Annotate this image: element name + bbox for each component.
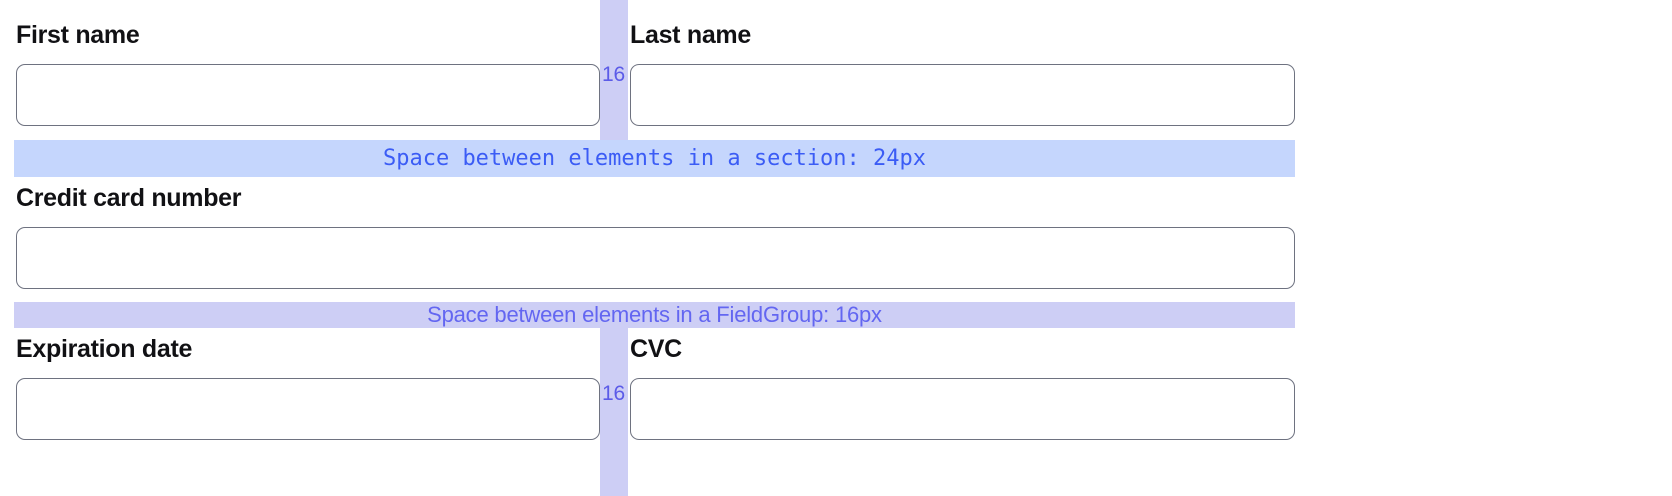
column-gap-label-top: 16 [602, 63, 625, 86]
label-first-name: First name [16, 21, 140, 49]
column-gap-label-bottom: 16 [602, 382, 625, 405]
field-expiration-date: Expiration date [16, 334, 600, 440]
field-credit-card-number: Credit card number [16, 183, 1295, 289]
annotation-band-fieldgroup-spacing: Space between elements in a FieldGroup: … [14, 302, 1295, 328]
input-last-name[interactable] [630, 64, 1295, 126]
form-row-name: First name Last name [0, 20, 1672, 135]
input-credit-card-number[interactable] [16, 227, 1295, 289]
field-first-name: First name [16, 20, 600, 126]
form-row-expiry-cvc: Expiration date CVC [0, 334, 1672, 449]
field-cvc: CVC [630, 334, 1295, 440]
column-gap-strip-top: 16 [600, 0, 628, 140]
annotation-band-section-spacing: Space between elements in a section: 24p… [14, 140, 1295, 177]
column-gap-strip-bottom: 16 [600, 328, 628, 496]
label-expiration-date: Expiration date [16, 335, 193, 363]
label-credit-card-number: Credit card number [16, 184, 242, 212]
label-last-name: Last name [630, 21, 751, 49]
field-last-name: Last name [630, 20, 1295, 126]
input-expiration-date[interactable] [16, 378, 600, 440]
input-first-name[interactable] [16, 64, 600, 126]
annotation-text-section-spacing: Space between elements in a section: 24p… [382, 145, 927, 171]
label-cvc: CVC [630, 335, 682, 363]
annotation-text-fieldgroup-spacing: Space between elements in a FieldGroup: … [427, 302, 882, 327]
form-row-credit-card: Credit card number [0, 183, 1672, 298]
input-cvc[interactable] [630, 378, 1295, 440]
